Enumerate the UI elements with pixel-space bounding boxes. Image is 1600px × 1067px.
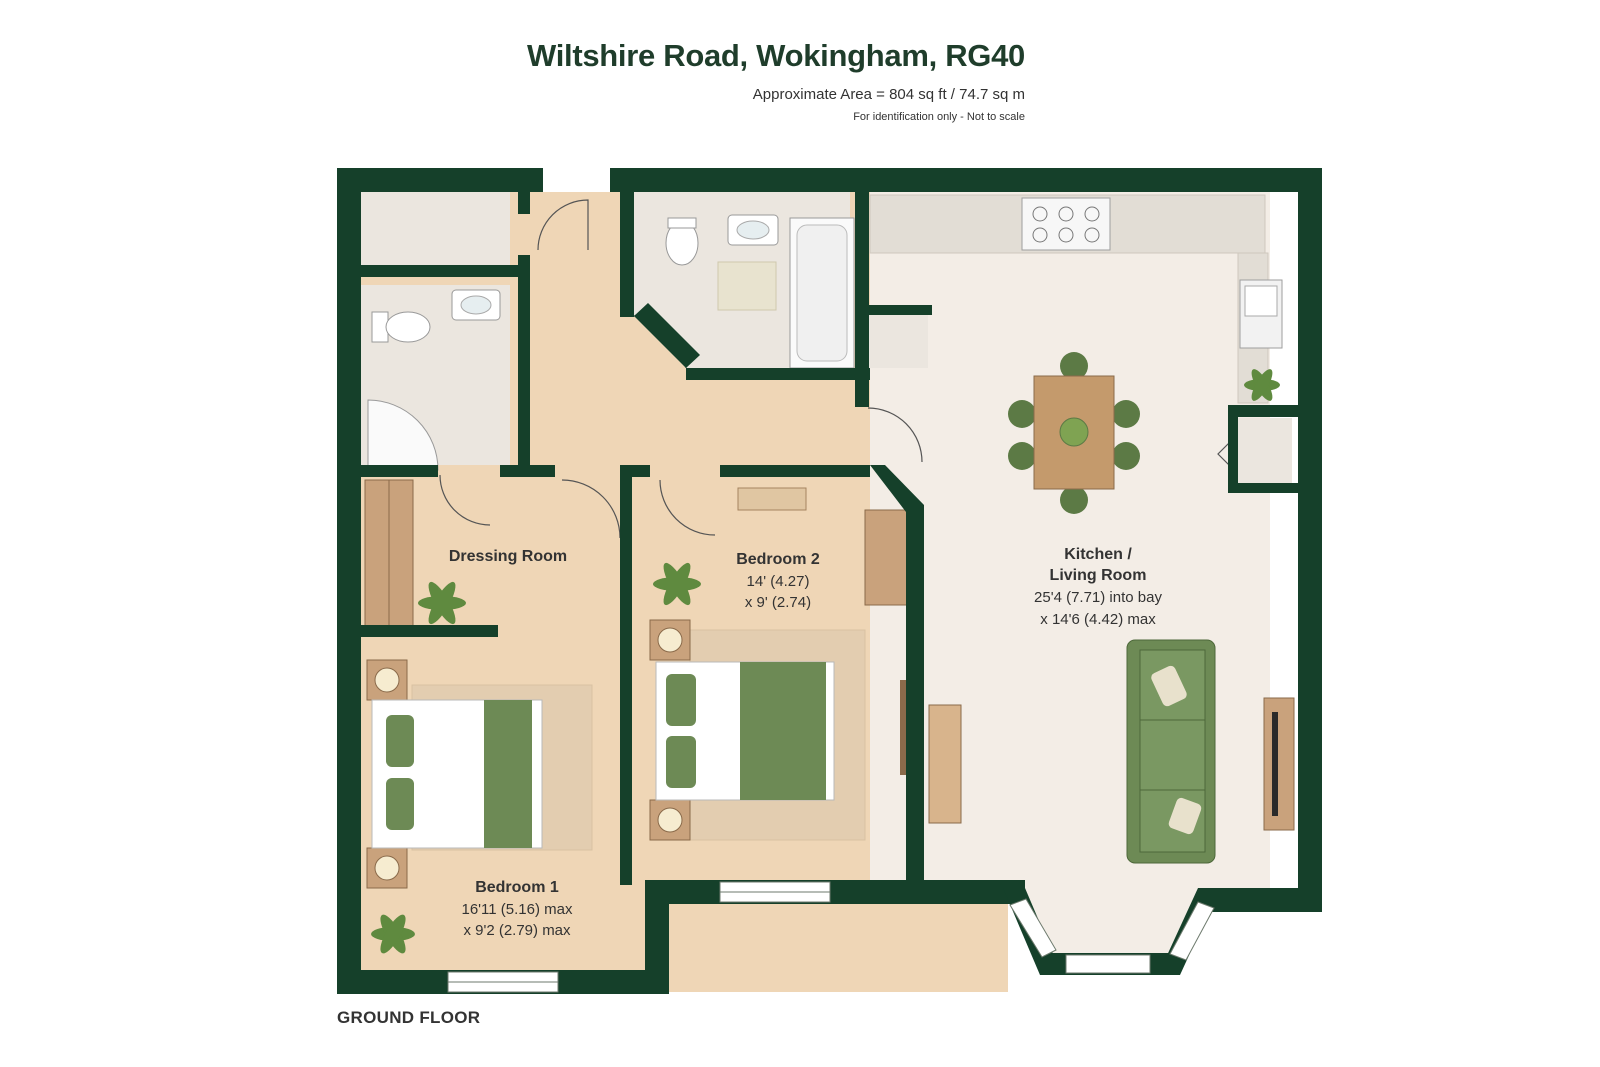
bed-throw <box>740 662 826 800</box>
chair <box>1060 352 1088 380</box>
kitchen-name-line1: Kitchen / <box>1064 546 1132 563</box>
kitchen-counters <box>869 194 1283 404</box>
fruit-bowl <box>1059 417 1089 447</box>
sideboard <box>928 704 962 824</box>
living-furniture <box>928 352 1295 864</box>
room-labels: Dressing Room Bedroom 2 14' (4.27) x 9' … <box>449 546 1163 939</box>
tv-icon <box>1272 712 1278 816</box>
bay-floor <box>1005 890 1210 955</box>
bedroom1-dim2: x 9'2 (2.79) max <box>463 922 571 939</box>
plant-icon <box>418 581 466 625</box>
windows <box>447 881 1215 993</box>
bath-mat <box>717 261 777 311</box>
plan-title: Wiltshire Road, Wokingham, RG40 <box>527 38 1025 73</box>
chair <box>1112 400 1140 428</box>
window <box>1065 954 1151 974</box>
bedroom1-name: Bedroom 1 <box>475 879 559 896</box>
cushion <box>1151 665 1187 707</box>
plant-icon <box>371 914 415 954</box>
bedroom1-furniture <box>366 659 543 889</box>
bathroom-fixtures <box>367 214 855 471</box>
ensuite-wc-icon <box>385 311 431 343</box>
chair <box>1008 400 1036 428</box>
dressing-room-name: Dressing Room <box>449 548 567 565</box>
tv-unit <box>1263 697 1295 831</box>
store-floor <box>868 310 928 368</box>
cupboard-floor <box>358 192 510 272</box>
pillow <box>666 674 696 726</box>
kitchen-dim2: x 14'6 (4.42) max <box>1040 611 1156 628</box>
bedroom2-dim1: 14' (4.27) <box>747 573 810 590</box>
area-text: Approximate Area = 804 sq ft / 74.7 sq m <box>752 86 1025 103</box>
walls <box>337 168 1322 994</box>
cushion <box>1168 797 1202 835</box>
bedroom2-name: Bedroom 2 <box>736 551 820 568</box>
wall-shelf <box>900 680 908 775</box>
plants <box>371 369 1280 954</box>
floor-label: GROUND FLOOR <box>337 1008 481 1027</box>
disclaimer-note: For identification only - Not to scale <box>853 111 1025 123</box>
plant-icon <box>1244 369 1280 401</box>
pillow <box>386 778 414 830</box>
bedroom1-dim1: 16'11 (5.16) max <box>462 901 573 918</box>
chair <box>1008 442 1036 470</box>
chair <box>1060 486 1088 514</box>
bed-throw <box>484 700 532 848</box>
bedroom2-furniture <box>649 487 911 841</box>
pillow <box>666 736 696 788</box>
shelf <box>737 487 807 511</box>
utility-floor <box>1234 418 1292 490</box>
window <box>1169 901 1215 961</box>
bedroom2-dim2: x 9' (2.74) <box>745 594 811 611</box>
chest-of-drawers <box>864 509 911 606</box>
kitchen-name-line2: Living Room <box>1050 567 1147 584</box>
kitchen-dim1: 25'4 (7.71) into bay <box>1034 589 1162 606</box>
pillow <box>386 715 414 767</box>
plant-icon <box>653 562 701 606</box>
chair <box>1112 442 1140 470</box>
window <box>1009 898 1057 958</box>
